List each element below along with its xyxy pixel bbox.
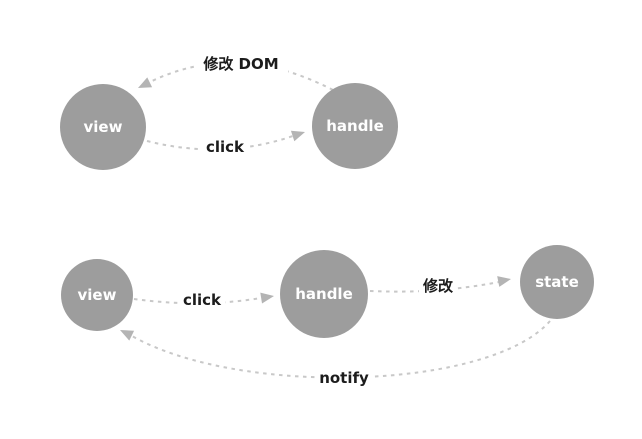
node-view: view [61, 259, 133, 331]
top-diagram-nodes: view handle [60, 83, 398, 170]
edge-label-background [202, 138, 248, 156]
top-diagram: 修改 DOM click view handle [60, 52, 398, 170]
edge-label-background [195, 52, 288, 74]
node-handle: handle [312, 83, 398, 169]
arrowhead-icon [120, 330, 135, 341]
node-label: handle [326, 117, 384, 135]
node-handle: handle [280, 250, 368, 338]
arrowhead-icon [497, 276, 511, 287]
node-circle [280, 250, 368, 338]
edge-label-background [316, 368, 372, 388]
node-label: view [84, 118, 123, 136]
node-state: state [520, 245, 594, 319]
node-circle [312, 83, 398, 169]
edge-label-modify-dom: 修改 DOM [202, 55, 278, 73]
top-diagram-edges: 修改 DOM click [138, 52, 334, 156]
node-circle [520, 245, 594, 319]
node-circle [61, 259, 133, 331]
arrowhead-icon [260, 292, 274, 304]
arrowhead-icon [138, 77, 153, 88]
edge-label-notify: notify [319, 369, 369, 387]
bottom-diagram: click 修改 notify view handl [61, 245, 594, 388]
arrowhead-icon [290, 130, 305, 142]
node-label: handle [295, 285, 353, 303]
bottom-diagram-nodes: view handle state [61, 245, 594, 338]
edge-label-click: click [183, 291, 222, 309]
node-view: view [60, 84, 146, 170]
node-label: view [78, 286, 117, 304]
edge-label-click: click [206, 138, 245, 156]
node-label: state [535, 273, 579, 291]
edge-label-modify: 修改 [422, 277, 454, 295]
node-circle [60, 84, 146, 170]
edge-label-background [179, 291, 225, 309]
bottom-diagram-edges: click 修改 notify [120, 276, 551, 388]
edge-label-background [419, 276, 457, 297]
